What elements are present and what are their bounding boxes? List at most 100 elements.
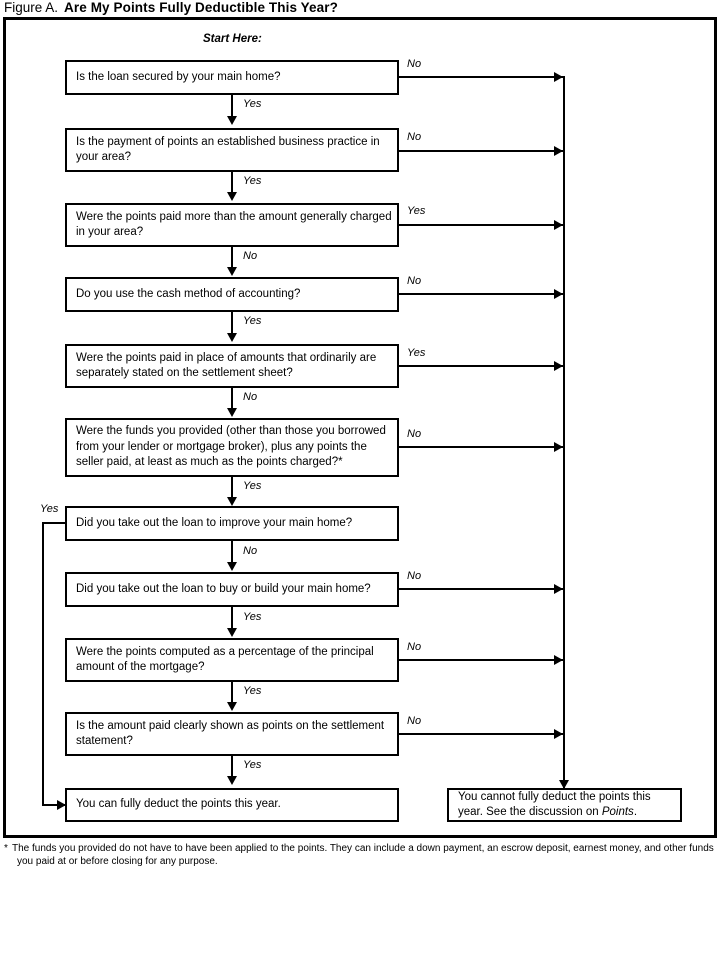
edge-q3-yes-line — [399, 224, 565, 226]
q3-line2: in your area? — [76, 226, 144, 238]
q6-line2: from your lender or mortgage broker), pl… — [76, 440, 367, 453]
edge-q10-yes-arrowhead — [227, 776, 237, 785]
cannot-line2-italic: Points — [601, 806, 634, 818]
edge-q9-no-line — [399, 659, 565, 661]
edge-q3-no-line — [231, 247, 233, 271]
q6-line1: Were the funds you provided (other than … — [76, 425, 386, 438]
yes-loop-arrowhead — [57, 800, 66, 810]
decision-box-loan-secured-text: Is the loan secured by your main home? — [76, 70, 281, 83]
edge-label-q4-yes: Yes — [243, 315, 262, 327]
edge-label-q5-yes: Yes — [407, 347, 426, 359]
edge-label-q1-no: No — [407, 58, 422, 70]
decision-box-amount-shown-as-points: Is the amount paid clearly shown as poin… — [65, 712, 399, 756]
edge-q1-yes-arrowhead — [227, 116, 237, 125]
edge-q5-no-arrowhead — [227, 408, 237, 417]
q9-line1: Were the points computed as a percentage… — [76, 645, 374, 658]
edge-q10-no-arrowhead — [554, 729, 563, 739]
edge-label-q6-yes: Yes — [243, 480, 262, 492]
edge-label-q7-no: No — [243, 545, 258, 557]
edge-q7-no-line — [231, 541, 233, 567]
edge-q3-yes-arrowhead — [554, 220, 563, 230]
decision-box-loan-secured: Is the loan secured by your main home? — [65, 60, 399, 95]
edge-q4-no-line — [399, 293, 565, 295]
footnote-line-1: The funds you provided do not have to ha… — [12, 843, 714, 854]
edge-label-q3-yes: Yes — [407, 205, 426, 217]
edge-q8-yes-line — [231, 607, 233, 633]
edge-q6-no-line — [399, 446, 565, 448]
decision-box-points-percentage-text: Were the points computed as a percentage… — [67, 645, 374, 676]
edge-label-q10-no: No — [407, 715, 422, 727]
q9-line2: amount of the mortgage? — [76, 661, 205, 673]
footnote: * The funds you provided do not have to … — [4, 843, 718, 868]
edge-label-q2-yes: Yes — [243, 175, 262, 187]
edge-q6-no-arrowhead — [554, 442, 563, 452]
q5-line2: separately stated on the settlement shee… — [76, 367, 293, 379]
edge-label-q9-no: No — [407, 641, 422, 653]
edge-q4-yes-line — [231, 312, 233, 338]
no-trunk-line — [563, 76, 565, 788]
edge-q2-yes-line — [231, 172, 233, 196]
cannot-line2-a: year. See the discussion on — [458, 806, 602, 818]
yes-loop-top-segment — [42, 522, 67, 524]
decision-box-cash-method-text: Do you use the cash method of accounting… — [76, 287, 301, 300]
edge-q1-no-arrowhead — [554, 72, 563, 82]
q2-line2: your area? — [76, 151, 131, 163]
edge-label-q6-no: No — [407, 428, 422, 440]
edge-q10-no-line — [399, 733, 565, 735]
outcome-box-can-deduct-text: You can fully deduct the points this yea… — [76, 798, 281, 811]
decision-box-buy-or-build: Did you take out the loan to buy or buil… — [65, 572, 399, 607]
edge-q3-no-arrowhead — [227, 267, 237, 276]
decision-box-business-practice-text: Is the payment of points an established … — [67, 135, 380, 166]
cannot-line1: You cannot fully deduct the points this — [458, 790, 651, 803]
edge-label-q3-no: No — [243, 250, 258, 262]
edge-q8-yes-arrowhead — [227, 628, 237, 637]
edge-q5-yes-line — [399, 365, 565, 367]
decision-box-funds-provided: Were the funds you provided (other than … — [65, 418, 399, 477]
edge-q2-yes-arrowhead — [227, 192, 237, 201]
q5-line1: Were the points paid in place of amounts… — [76, 351, 377, 364]
decision-box-in-place-of-amounts-text: Were the points paid in place of amounts… — [67, 351, 376, 382]
q6-line3: seller paid, at least as much as the poi… — [76, 456, 343, 469]
edge-label-q5-no: No — [243, 391, 258, 403]
yes-loop-bottom-segment — [42, 804, 65, 806]
edge-q8-no-line — [399, 588, 565, 590]
decision-box-points-more-than-charged-text: Were the points paid more than the amoun… — [67, 210, 392, 241]
q2-line1: Is the payment of points an established … — [76, 135, 380, 148]
edge-q6-yes-line — [231, 477, 233, 501]
decision-box-business-practice: Is the payment of points an established … — [65, 128, 399, 172]
decision-box-in-place-of-amounts: Were the points paid in place of amounts… — [65, 344, 399, 388]
edge-label-q4-no: No — [407, 275, 422, 287]
page-title: Figure A.Are My Points Fully Deductible … — [4, 0, 716, 17]
footnote-marker: * — [4, 843, 8, 854]
footnote-line-2: you paid at or before closing for any pu… — [17, 855, 218, 867]
edge-q8-no-arrowhead — [554, 584, 563, 594]
edge-q1-yes-line — [231, 95, 233, 121]
decision-box-funds-provided-text: Were the funds you provided (other than … — [67, 424, 386, 471]
no-trunk-arrowhead — [559, 780, 569, 789]
start-here-label: Start Here: — [203, 33, 262, 45]
edge-q9-yes-line — [231, 682, 233, 706]
q10-line1: Is the amount paid clearly shown as poin… — [76, 719, 385, 732]
edge-label-q8-no: No — [407, 570, 422, 582]
edge-q9-no-arrowhead — [554, 655, 563, 665]
edge-q7-no-arrowhead — [227, 562, 237, 571]
yes-loop-vertical — [42, 522, 44, 806]
edge-label-q10-yes: Yes — [243, 759, 262, 771]
q3-line1: Were the points paid more than the amoun… — [76, 210, 392, 223]
edge-q2-no-line — [399, 150, 565, 152]
decision-box-points-percentage: Were the points computed as a percentage… — [65, 638, 399, 682]
decision-box-improve-main-home-text: Did you take out the loan to improve you… — [76, 516, 353, 529]
q10-line2: statement? — [76, 735, 133, 747]
edge-q10-yes-line — [231, 756, 233, 780]
outcome-box-cannot-deduct: You cannot fully deduct the points this y… — [447, 788, 682, 822]
edge-q4-no-arrowhead — [554, 289, 563, 299]
edge-q1-no-line — [399, 76, 565, 78]
edge-q4-yes-arrowhead — [227, 333, 237, 342]
decision-box-improve-main-home: Did you take out the loan to improve you… — [65, 506, 399, 541]
edge-q5-yes-arrowhead — [554, 361, 563, 371]
figure-label: Figure A. — [4, 0, 59, 15]
decision-box-cash-method: Do you use the cash method of accounting… — [65, 277, 399, 312]
edge-label-q7-yes: Yes — [40, 503, 59, 515]
decision-box-amount-shown-as-points-text: Is the amount paid clearly shown as poin… — [67, 719, 384, 750]
